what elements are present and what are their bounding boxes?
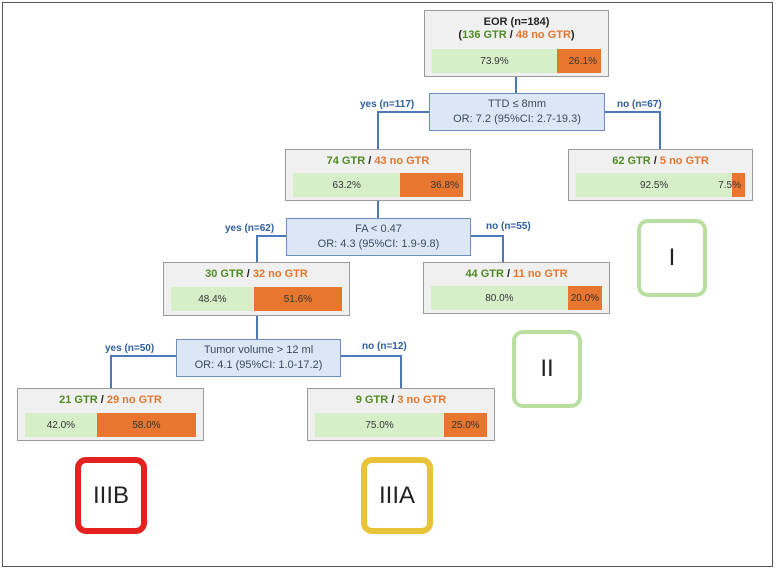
- edge-label-fa-yes: yes (n=62): [225, 223, 275, 234]
- class-badge-ii: II: [512, 330, 582, 408]
- node-44-bar-nogtr: 20.0%: [567, 286, 602, 310]
- node-30-nogtr-count: 32 no GTR: [252, 268, 308, 280]
- node-62-bar: 92.5% 7.5%: [576, 173, 745, 197]
- edge-label-volume-no: no (n=12): [362, 341, 407, 352]
- node-9-bar-gtr: 75.0%: [315, 413, 444, 437]
- split-tumor-volume: Tumor volume > 12 ml OR: 4.1 (95%CI: 1.0…: [176, 339, 341, 377]
- node-21-title: 21 GTR / 29 no GTR: [18, 394, 203, 407]
- node-62-nogtr-count: 5 no GTR: [659, 155, 709, 167]
- edge-label-ttd-no: no (n=67): [617, 99, 662, 110]
- node-74-nogtr-count: 43 no GTR: [374, 155, 430, 167]
- node-74-gtr: 74 GTR / 43 no GTR 63.2% 36.8%: [285, 149, 471, 201]
- link-split3-no: [340, 355, 402, 388]
- class-badge-iiib: IIIB: [75, 457, 147, 534]
- node-21-nogtr-count: 29 no GTR: [106, 394, 162, 406]
- split-fa-or: OR: 4.3 (95%CI: 1.9-9.8): [317, 238, 440, 250]
- node-74-bar-nogtr: 36.8%: [400, 173, 463, 197]
- root-bar: 73.9% 26.1%: [432, 49, 601, 73]
- node-9-gtr: 9 GTR / 3 no GTR 75.0% 25.0%: [307, 388, 495, 441]
- link-split3-yes: [110, 355, 177, 388]
- node-62-gtr-count: 62 GTR: [612, 155, 651, 167]
- root-title: EOR (n=184) (136 GTR / 48 no GTR): [425, 16, 608, 42]
- node-21-gtr: 21 GTR / 29 no GTR 42.0% 58.0%: [17, 388, 204, 441]
- node-30-bar: 48.4% 51.6%: [171, 287, 342, 311]
- split-ttd-label: TTD ≤ 8mm: [488, 98, 546, 110]
- node-62-slash: /: [653, 155, 657, 167]
- node-74-title: 74 GTR / 43 no GTR: [286, 155, 470, 168]
- root-slash: /: [509, 29, 513, 41]
- node-30-bar-nogtr: 51.6%: [253, 287, 342, 311]
- split-tumor-volume-or: OR: 4.1 (95%CI: 1.0-17.2): [194, 359, 323, 371]
- node-30-gtr: 30 GTR / 32 no GTR 48.4% 51.6%: [163, 262, 350, 316]
- root-nogtr-count: 48 no GTR: [515, 29, 571, 41]
- split-ttd-or: OR: 7.2 (95%CI: 2.7-19.3): [453, 113, 581, 125]
- class-badge-iiia: IIIA: [361, 457, 433, 534]
- link-split1-yes: [377, 111, 430, 149]
- node-30-bar-gtr: 48.4%: [171, 287, 254, 311]
- node-9-nogtr-count: 3 no GTR: [397, 394, 447, 406]
- node-21-bar: 42.0% 58.0%: [25, 413, 196, 437]
- node-30-slash: /: [246, 268, 250, 280]
- node-9-gtr-count: 9 GTR: [355, 394, 389, 406]
- node-30-gtr-count: 30 GTR: [205, 268, 244, 280]
- node-62-bar-gtr: 92.5%: [576, 173, 733, 197]
- class-badge-i: I: [637, 219, 707, 297]
- node-44-gtr: 44 GTR / 11 no GTR 80.0% 20.0%: [423, 262, 610, 314]
- edge-label-volume-yes: yes (n=50): [105, 343, 155, 354]
- node-9-slash: /: [391, 394, 395, 406]
- root-title-text: EOR (n=184): [483, 16, 550, 28]
- node-9-title: 9 GTR / 3 no GTR: [308, 394, 494, 407]
- node-21-gtr-count: 21 GTR: [59, 394, 98, 406]
- root-gtr-count: 136 GTR: [462, 29, 507, 41]
- split-fa-label: FA < 0.47: [355, 223, 402, 235]
- node-62-bar-nogtr: 7.5%: [718, 173, 745, 197]
- node-74-gtr-count: 74 GTR: [326, 155, 366, 167]
- node-21-bar-nogtr: 58.0%: [96, 413, 196, 437]
- root-close-paren: ): [570, 29, 575, 41]
- node-44-gtr-count: 44 GTR: [465, 268, 504, 280]
- node-9-bar-nogtr: 25.0%: [444, 413, 487, 437]
- node-44-slash: /: [507, 268, 511, 280]
- edge-label-ttd-yes: yes (n=117): [360, 99, 415, 110]
- edge-label-fa-no: no (n=55): [486, 221, 531, 232]
- node-21-slash: /: [100, 394, 104, 406]
- node-44-bar-gtr: 80.0%: [431, 286, 568, 310]
- node-21-bar-gtr: 42.0%: [25, 413, 97, 437]
- split-ttd: TTD ≤ 8mm OR: 7.2 (95%CI: 2.7-19.3): [429, 93, 605, 131]
- node-74-bar-gtr: 63.2%: [293, 173, 401, 197]
- node-44-title: 44 GTR / 11 no GTR: [424, 268, 609, 281]
- node-44-nogtr-count: 11 no GTR: [513, 268, 568, 280]
- link-split1-no: [604, 111, 661, 149]
- node-30-title: 30 GTR / 32 no GTR: [164, 268, 349, 281]
- node-74-bar: 63.2% 36.8%: [293, 173, 463, 197]
- link-split2-no: [470, 235, 504, 262]
- node-62-title: 62 GTR / 5 no GTR: [569, 155, 752, 168]
- node-62-gtr: 62 GTR / 5 no GTR 92.5% 7.5%: [568, 149, 753, 201]
- node-44-bar: 80.0% 20.0%: [431, 286, 602, 310]
- link-split2-yes: [256, 235, 287, 262]
- node-74-slash: /: [368, 155, 372, 167]
- split-tumor-volume-label: Tumor volume > 12 ml: [203, 344, 314, 356]
- node-9-bar: 75.0% 25.0%: [315, 413, 487, 437]
- root-bar-gtr: 73.9%: [432, 49, 557, 73]
- root-node: EOR (n=184) (136 GTR / 48 no GTR) 73.9% …: [424, 10, 609, 77]
- root-bar-nogtr: 26.1%: [556, 49, 601, 73]
- root-open-paren: (: [458, 29, 463, 41]
- split-fa: FA < 0.47 OR: 4.3 (95%CI: 1.9-9.8): [286, 218, 471, 256]
